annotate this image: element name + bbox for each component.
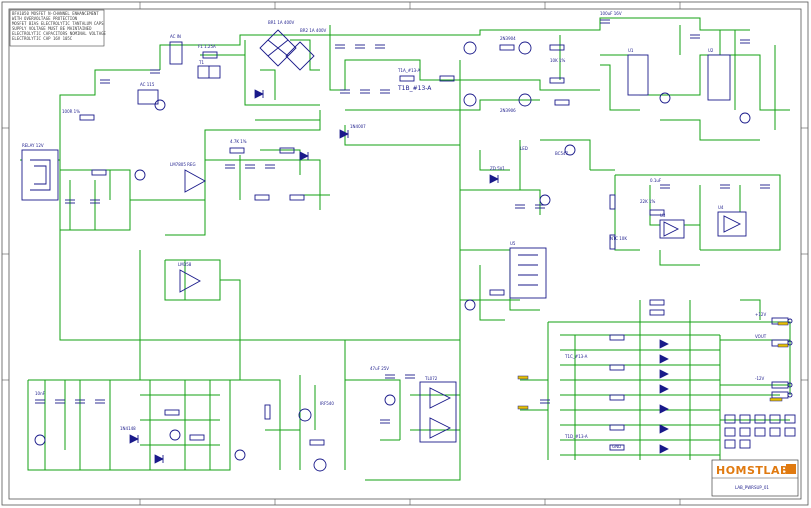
- bridge-rectifier-1: BR1 1A 400V: [259, 20, 297, 67]
- tr3-label: T1C_#13-A: [564, 354, 588, 359]
- component-labels: T1A_#13-A T1B_#13-A T1C_#13-A T1D_#13-A …: [35, 11, 767, 449]
- fuse-label: F1 1.25A: [198, 44, 216, 49]
- r2-label: 4.7K 1%: [230, 139, 247, 144]
- q3-label: BC547: [555, 151, 569, 156]
- tr1-label: T1A_#13-A: [397, 68, 421, 73]
- transformer-label: T1: [198, 60, 204, 65]
- note-line-6: ELECTROLYTIC CAP 16V 105C: [12, 36, 73, 41]
- vcc-label: +12V: [755, 312, 766, 317]
- diodes: [129, 89, 669, 464]
- ntc-label: NTC 10K: [610, 236, 627, 241]
- regulator-label: AC 115: [140, 82, 155, 87]
- note-line-4: SUPPLY VOLTAGE MUST BE MAINTAINED: [12, 26, 92, 31]
- notes-block: BFA1050 MOSFET N-CHANNEL ENHANCEMENT WIT…: [9, 9, 107, 47]
- tr2-label: T1B_#13-A: [397, 85, 432, 92]
- ic-u2: U2: [707, 48, 731, 101]
- title-block: HOMSTLAB LAB_PWRSUP_01: [711, 459, 799, 497]
- vout-label: VOUT: [755, 334, 767, 339]
- left-connector-block: RELAY 12V: [21, 143, 59, 201]
- resistors: [79, 44, 665, 451]
- mosfet-label: IRF540: [320, 401, 334, 406]
- ic-u1-label: U1: [628, 48, 634, 53]
- note-line-3: MOSFET BIAS ELECTROLYTIC TANTALUM CAPS: [12, 21, 104, 26]
- opamp2-label: LM358: [178, 262, 192, 267]
- gnd-label: GND: [612, 444, 621, 449]
- bridge-label: BR1 1A 400V: [268, 20, 295, 25]
- q2-label: 2N3906: [500, 108, 516, 113]
- r4-label: 22K 1%: [640, 199, 656, 204]
- transformer: T1: [197, 60, 221, 79]
- regulator-u1: AC 115: [137, 82, 159, 105]
- opamp1-label: LM7805 REG: [170, 162, 196, 167]
- zener-label: ZD 5V1: [490, 166, 505, 171]
- opamp-3: TL072: [419, 376, 457, 443]
- title-text: LAB_PWRSUP_01: [735, 485, 769, 490]
- ic-u4-label: U4: [718, 205, 724, 210]
- fuse: F1 1.25A: [198, 44, 218, 59]
- tr4-label: T1D_#13-A: [564, 434, 588, 439]
- yellow-input-terminals: [517, 321, 789, 410]
- ic-u2-label: U2: [708, 48, 714, 53]
- q1-label: 2N3904: [500, 36, 516, 41]
- vee-label: -12V: [755, 376, 765, 381]
- c3-label: 47uF 25V: [370, 366, 389, 371]
- note-line-2: WITH OVERVOLTAGE PROTECTION: [12, 16, 78, 21]
- ic-u4: U4: [717, 205, 747, 237]
- ic-u5: U5: [509, 241, 547, 299]
- note-line-5: ELECTROLYTIC CAPACITORS NOMINAL VOLTAGE: [12, 31, 107, 36]
- bridge-rectifier-2: BR2 1A 400V: [285, 28, 327, 71]
- c4-label: 10nF: [35, 391, 46, 396]
- d1-label: 1N4148: [120, 426, 136, 431]
- transistors: [34, 41, 751, 472]
- ic-u1: U1: [627, 48, 649, 96]
- ic-u5-label: U5: [510, 241, 516, 246]
- output-terminals: [724, 317, 796, 449]
- ic-u3-label: U3: [660, 213, 666, 218]
- bridge2-label: BR2 1A 400V: [300, 28, 327, 33]
- opamp-1: LM7805 REG: [170, 162, 206, 193]
- r3-label: 100R 1%: [62, 109, 80, 114]
- ac-in-label: AC IN: [170, 34, 181, 39]
- c1-label: 100uF 16V: [600, 11, 622, 16]
- ic-u3: U3: [659, 213, 685, 239]
- opamp-2: LM358: [178, 262, 201, 293]
- capacitors: [35, 19, 770, 424]
- connector-label: RELAY 12V: [22, 143, 44, 148]
- led-label: LED: [520, 146, 528, 151]
- c2-label: 0.1uF: [650, 178, 662, 183]
- logo-mark-icon: [786, 464, 796, 474]
- ac-input-connector: AC IN: [169, 34, 183, 65]
- logo-text: HOMSTLAB: [716, 464, 789, 477]
- opamp3-label: TL072: [424, 376, 438, 381]
- r1-label: 10K 1%: [550, 58, 566, 63]
- d2-label: 1N4007: [350, 124, 366, 129]
- note-line-1: BFA1050 MOSFET N-CHANNEL ENHANCEMENT: [12, 11, 99, 16]
